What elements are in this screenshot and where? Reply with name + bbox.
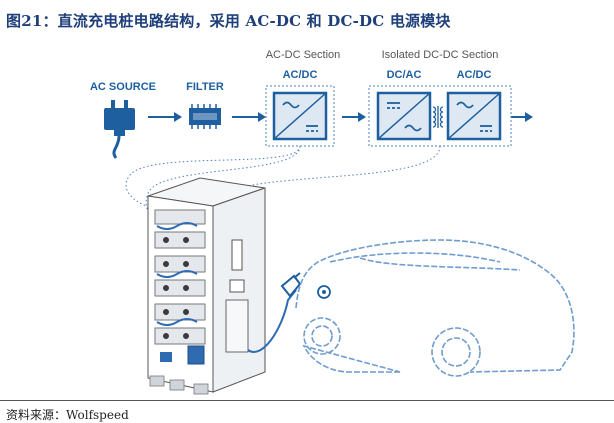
isolated-section-label: Isolated DC-DC Section <box>382 49 499 61</box>
charging-connector-icon <box>280 272 302 298</box>
filter-label: FILTER <box>186 81 224 93</box>
dcac-module-icon <box>376 91 432 141</box>
charging-diagram: AC-DC Section Isolated DC-DC Section AC … <box>90 49 575 395</box>
ac-source-label: AC SOURCE <box>90 81 156 93</box>
electric-car-outline <box>295 239 575 377</box>
charging-cable <box>247 289 297 353</box>
dcac-label: DC/AC <box>387 69 422 81</box>
plug-icon <box>104 100 135 136</box>
charging-cabinet <box>147 177 266 395</box>
plug-cable <box>112 135 121 159</box>
figure-caption: 图21：直流充电桩电路结构，采用 AC-DC 和 DC-DC 电源模块 <box>6 12 451 30</box>
car-charge-port-icon <box>317 285 331 299</box>
module-link-dotted <box>125 145 301 211</box>
transformer-icon <box>432 106 444 128</box>
acdc-module-2-icon <box>446 91 502 141</box>
source-divider <box>0 400 614 401</box>
acdc-label-2: AC/DC <box>457 69 492 81</box>
filter-icon <box>189 104 221 129</box>
acdc-label-1: AC/DC <box>283 69 318 81</box>
figure-source: 资料来源：Wolfspeed <box>6 408 129 422</box>
flow-arrows <box>148 112 533 122</box>
acdc-module-icon <box>272 91 328 141</box>
acdc-section-label: AC-DC Section <box>266 49 341 61</box>
